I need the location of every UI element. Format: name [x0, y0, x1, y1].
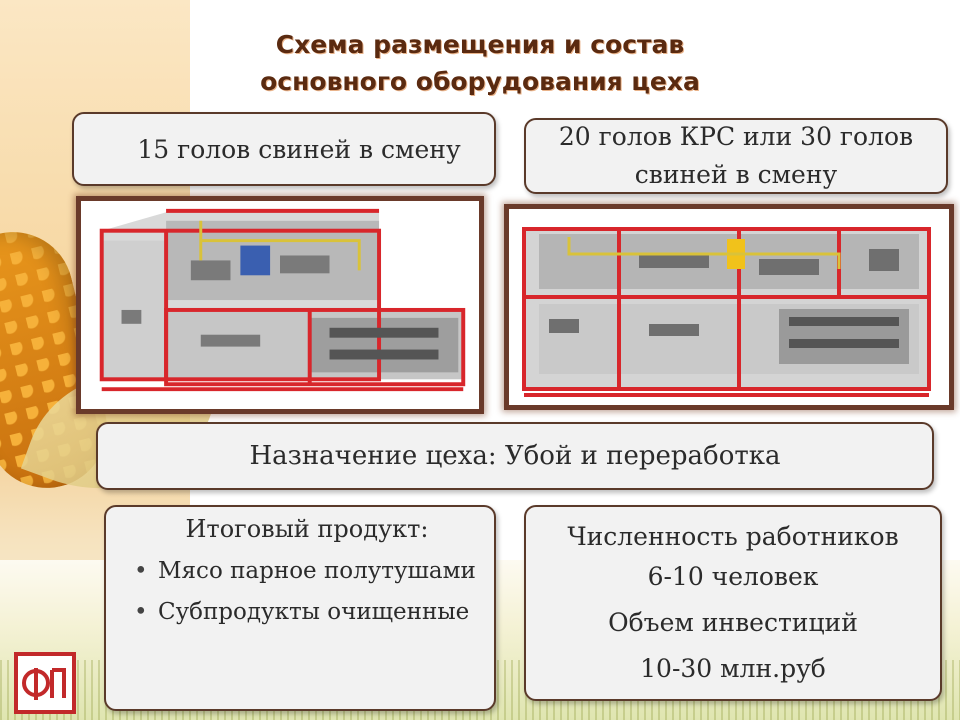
company-logo-icon — [14, 652, 76, 714]
product-list: • Мясо парное полутушами • Субпродукты очи… — [134, 555, 480, 629]
capacity-small-box: 15 голов свиней в смену — [72, 112, 496, 186]
floor-plan-small — [76, 196, 484, 414]
purpose-box: Назначение цеха: Убой и переработка — [96, 422, 934, 490]
floor-plan-large — [504, 204, 954, 410]
investment-label: Объем инвестиций — [608, 608, 858, 637]
floor-plan-large-drawing — [509, 209, 949, 405]
capacity-small-text: 15 голов свиней в смену — [137, 134, 461, 164]
product-item-meat: Мясо парное полутушами — [158, 558, 476, 584]
capacity-large-line2: свиней в смену — [634, 160, 838, 189]
capacity-large-line1: 20 голов КРС или 30 голов — [558, 122, 914, 151]
bullet-icon: • — [134, 599, 148, 625]
product-item-offal: Субпродукты очищенные — [158, 599, 470, 625]
slide-title: Схема размещения и состав основного обор… — [260, 30, 700, 96]
product-box: Итоговый продукт: • Мясо парное полутушам… — [104, 505, 496, 711]
floor-plan-small-drawing — [81, 201, 479, 409]
list-item: • Мясо парное полутушами — [134, 555, 480, 588]
workers-label: Численность работников — [567, 522, 899, 551]
stats-box: Численность работников 6-10 человек Объе… — [524, 505, 942, 701]
purpose-text: Назначение цеха: Убой и переработка — [249, 441, 781, 471]
product-heading: Итоговый продукт: — [185, 515, 429, 543]
capacity-large-box: 20 голов КРС или 30 голов свиней в смену — [524, 118, 948, 194]
list-item: • Субпродукты очищенные — [134, 596, 480, 629]
workers-value: 6-10 человек — [647, 562, 819, 591]
bullet-icon: • — [134, 558, 148, 584]
investment-value: 10-30 млн.руб — [640, 654, 826, 683]
